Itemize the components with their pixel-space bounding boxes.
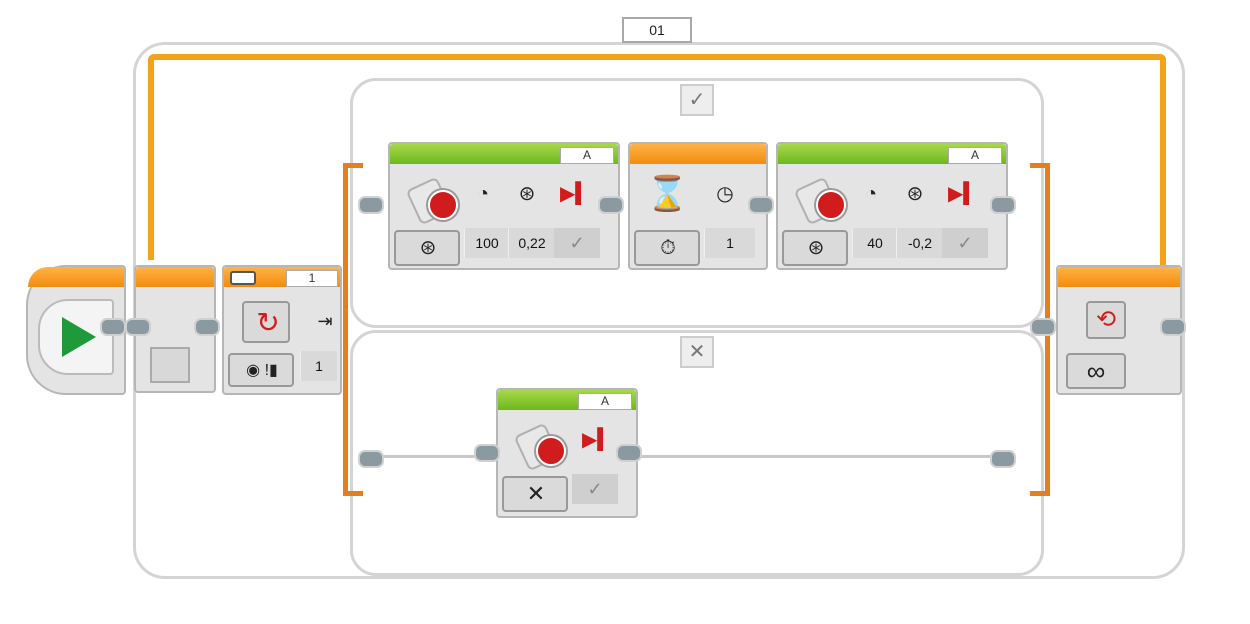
switch-true-case-frame	[350, 78, 1044, 328]
power-icon: ◔	[476, 183, 490, 205]
loop-end-block[interactable]: ⟲ ∞	[1056, 265, 1182, 395]
wire-false-case-right	[640, 455, 990, 458]
motor-block-3-mode-button[interactable]: ✕	[502, 476, 568, 512]
x-icon: ✕	[688, 341, 706, 363]
switch-false-input-plug[interactable]	[358, 450, 384, 468]
loop-input-plug[interactable]	[125, 318, 151, 336]
brick-icon	[230, 271, 256, 285]
motor-block-3-port[interactable]: A	[578, 393, 632, 410]
wait-block-header	[630, 144, 766, 164]
loop-start-tab	[150, 347, 190, 383]
start-output-plug[interactable]	[100, 318, 126, 336]
rotations-icon: ⊛	[518, 183, 536, 205]
motor-block-3-brake[interactable]: ✓	[572, 474, 618, 504]
wait-output-plug[interactable]	[748, 196, 774, 214]
motor-icon	[793, 176, 846, 226]
motor-block-3[interactable]: A ▶▍ ✕ ✓	[496, 388, 638, 518]
start-block[interactable]	[26, 265, 126, 395]
wait-block[interactable]: ⌛ ◷ ⏱ 1	[628, 142, 768, 270]
wait-time-value[interactable]: 1	[704, 228, 755, 258]
start-block-header	[28, 267, 124, 287]
switch-bracket-right-bottom	[1030, 491, 1050, 496]
motor-block-1-brake[interactable]: ✓	[554, 228, 600, 258]
loop-arrows-icon: ⟲	[1095, 306, 1117, 333]
loop-mode-button[interactable]: ∞	[1066, 353, 1126, 389]
loop-wire-right	[1160, 54, 1166, 286]
loop-start-header	[136, 267, 214, 287]
switch-block[interactable]: 1 ↻ ⇥ ◉ !▮ 1	[222, 265, 342, 395]
off-mode-icon: ✕	[526, 481, 546, 506]
motor-1-output-plug[interactable]	[598, 196, 624, 214]
switch-bracket-left-top	[343, 163, 363, 168]
rotation-sensor-icon: ↻	[256, 307, 280, 338]
loop-end-icon-button[interactable]: ⟲	[1086, 301, 1126, 339]
switch-bracket-left	[343, 163, 348, 496]
motor-block-1-mode-button[interactable]: ⊛	[394, 230, 460, 266]
switch-bracket-right-top	[1030, 163, 1050, 168]
brake-icon: ▶▍	[560, 183, 591, 205]
wait-mode-button[interactable]: ⏱	[634, 230, 700, 266]
motor-icon	[513, 422, 566, 472]
rotation-mode-icon: ⊛	[419, 237, 437, 259]
motor-block-2-brake[interactable]: ✓	[942, 228, 988, 258]
check-icon: ✓	[688, 89, 706, 111]
compare-mode-icon: ◉ !▮	[246, 362, 278, 379]
loop-end-input-plug[interactable]	[1030, 318, 1056, 336]
rotation-mode-icon: ⊛	[807, 237, 825, 259]
motor-block-2-mode-button[interactable]: ⊛	[782, 230, 848, 266]
switch-bracket-left-bottom	[343, 491, 363, 496]
motor-block-2-port[interactable]: A	[948, 147, 1002, 164]
infinity-icon: ∞	[1086, 356, 1106, 386]
timer-icon: ⏱	[660, 237, 676, 259]
loop-wire-top	[150, 54, 1166, 60]
motor-block-1-port[interactable]: A	[560, 147, 614, 164]
motor-block-2-power[interactable]: 40	[852, 228, 897, 258]
motor-3-input-plug[interactable]	[474, 444, 500, 462]
loop-end-output-plug[interactable]	[1160, 318, 1186, 336]
switch-true-input-plug[interactable]	[358, 196, 384, 214]
motor-block-1[interactable]: A ◔ ⊛ ▶▍ ⊛ 100 0,22 ✓	[388, 142, 620, 270]
loop-output-plug[interactable]	[194, 318, 220, 336]
case-true-tab[interactable]: ✓	[680, 84, 714, 116]
motor-block-2-rotations[interactable]: -0,2	[896, 228, 943, 258]
compare-icon: ⇥	[317, 311, 333, 331]
switch-mode-button[interactable]: ◉ !▮	[228, 353, 294, 387]
time-icon: ◷	[716, 183, 734, 205]
brake-icon: ▶▍	[582, 429, 613, 451]
loop-end-header	[1058, 267, 1180, 287]
switch-port-value[interactable]: 1	[300, 351, 337, 381]
loop-name-label[interactable]: 01	[622, 17, 692, 43]
switch-port-selector[interactable]: 1	[286, 270, 338, 287]
switch-false-output-plug[interactable]	[990, 450, 1016, 468]
motor-icon	[405, 176, 458, 226]
wire-false-case	[380, 455, 480, 458]
brake-icon: ▶▍	[948, 183, 979, 205]
case-false-tab[interactable]: ✕	[680, 336, 714, 368]
hourglass-icon: ⌛	[646, 175, 689, 213]
switch-false-case-frame	[350, 330, 1044, 576]
switch-sensor-button[interactable]: ↻	[242, 301, 290, 343]
motor-2-output-plug[interactable]	[990, 196, 1016, 214]
play-icon	[62, 317, 96, 357]
rotations-icon: ⊛	[906, 183, 924, 205]
start-button[interactable]	[38, 299, 114, 375]
motor-block-1-rotations[interactable]: 0,22	[508, 228, 555, 258]
motor-block-1-power[interactable]: 100	[464, 228, 509, 258]
loop-wire-left	[148, 54, 154, 260]
motor-block-2[interactable]: A ◔ ⊛ ▶▍ ⊛ 40 -0,2 ✓	[776, 142, 1008, 270]
power-icon: ◔	[864, 183, 878, 205]
motor-3-output-plug[interactable]	[616, 444, 642, 462]
